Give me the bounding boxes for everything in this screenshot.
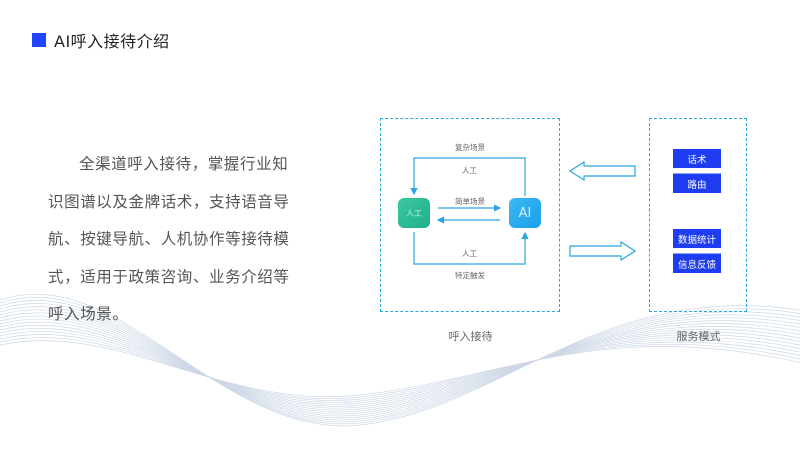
script-item: 话术 xyxy=(673,149,721,168)
routing-item: 路由 xyxy=(673,173,721,193)
top-scene-label: 复杂场景 xyxy=(455,143,485,152)
inbound-flow-box xyxy=(380,118,560,312)
wave-line xyxy=(0,340,800,397)
description-text: 全渠道呼入接待，掌握行业知识图谱以及金牌话术，支持语音导航、按键导航、人机协作等… xyxy=(48,155,290,323)
ai-node-label: AI xyxy=(518,205,532,221)
service-mode-caption: 服务模式 xyxy=(676,330,721,343)
inbound-flow-caption: 呼入接待 xyxy=(448,330,493,343)
wave-line xyxy=(0,303,800,421)
human-agent-node: 人工 xyxy=(398,198,430,228)
wave-line xyxy=(0,331,800,403)
top-human-label: 人工 xyxy=(462,166,477,175)
wave-line xyxy=(0,315,800,413)
wave-line xyxy=(0,312,800,415)
wave-line xyxy=(0,318,800,411)
wave-line xyxy=(0,300,800,423)
human-node-label: 人工 xyxy=(406,208,422,218)
wave-line xyxy=(0,321,800,409)
wave-line xyxy=(0,334,800,401)
page-title: AI呼入接待介绍 xyxy=(54,32,170,51)
service-mode-box xyxy=(649,118,747,312)
wave-line xyxy=(0,293,800,427)
wave-line xyxy=(0,309,800,417)
title-marker-square xyxy=(32,33,46,47)
wave-line xyxy=(0,337,800,399)
page-header: AI呼入接待介绍 xyxy=(32,28,170,52)
wave-line xyxy=(0,296,800,425)
wave-line xyxy=(0,324,800,407)
bottom-scene-label: 特定触发 xyxy=(455,271,485,280)
wave-line xyxy=(0,328,800,405)
wave-line xyxy=(0,306,800,419)
data-statistics-item: 数据统计 xyxy=(673,229,721,248)
info-feedback-item: 信息反馈 xyxy=(673,253,721,273)
ai-agent-node: AI xyxy=(509,198,541,228)
bottom-human-label: 人工 xyxy=(462,249,477,258)
middle-scene-label: 简单场景 xyxy=(455,197,485,206)
